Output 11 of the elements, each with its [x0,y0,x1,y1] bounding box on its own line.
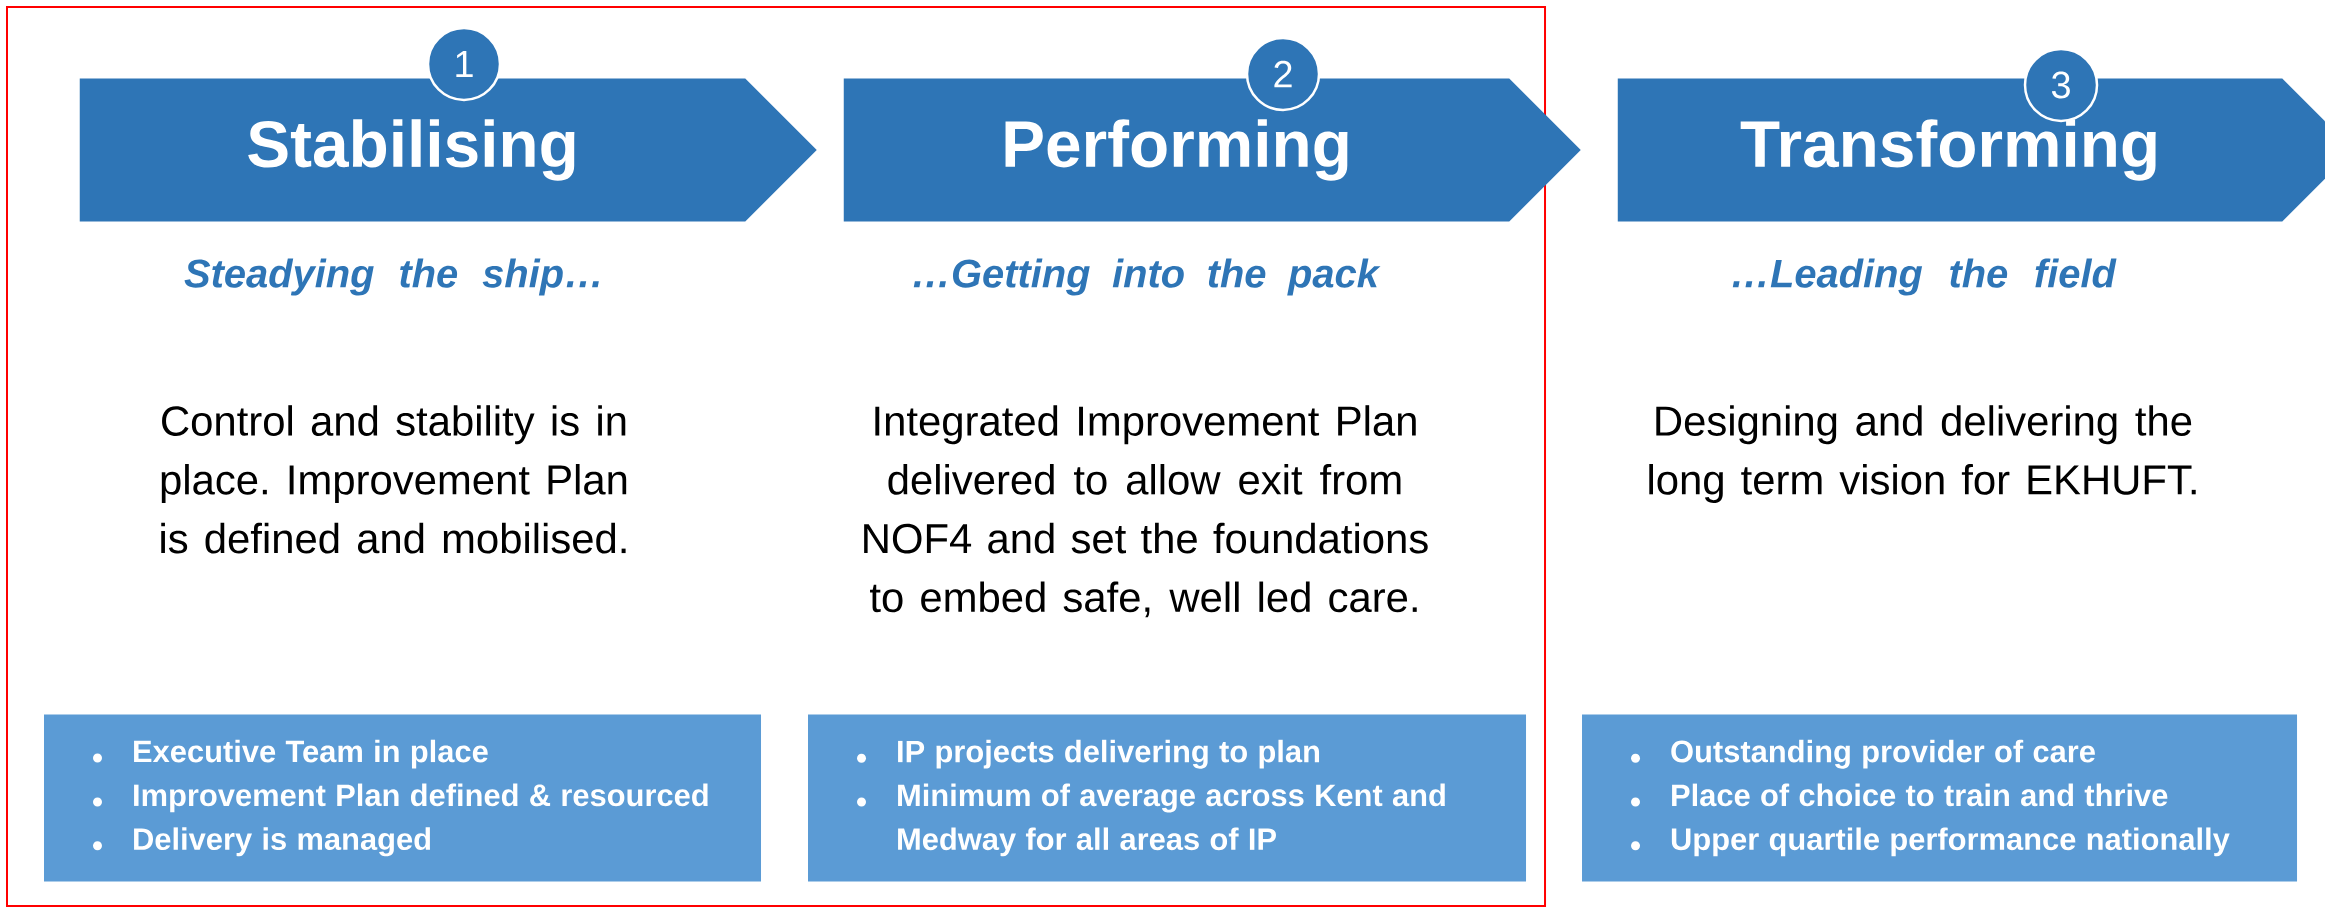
step-number: 1 [426,26,502,102]
bullet-list-box: Outstanding provider of care Place of choice to train and thrive Upper quartile performance nationally [1582,714,2298,882]
description-text: Integrated Improvement Plan delivered to allow exit from NOF4 and set the foundations to embed safe, well led care. [864,405,1428,618]
subtitle: …Leading the field [1732,258,2117,296]
subtitle: Steadying the ship… [184,258,599,296]
subtitle: …Getting into the pack [913,258,1381,296]
description-text: Designing and delivering the long term vision for EKHUFT. [1649,405,2196,503]
description-text: Control and stability is in place. Improvement Plan is defined and mobilised. [161,405,627,554]
bullet-list-box: Executive Team in place Improvement Plan defined & resourced Delivery is managed [44,714,761,882]
step-number: 2 [1245,36,1321,112]
bullet-list-box: IP projects delivering to plan Minimum of average across Kent and Medway for all areas of IP [808,714,1527,882]
